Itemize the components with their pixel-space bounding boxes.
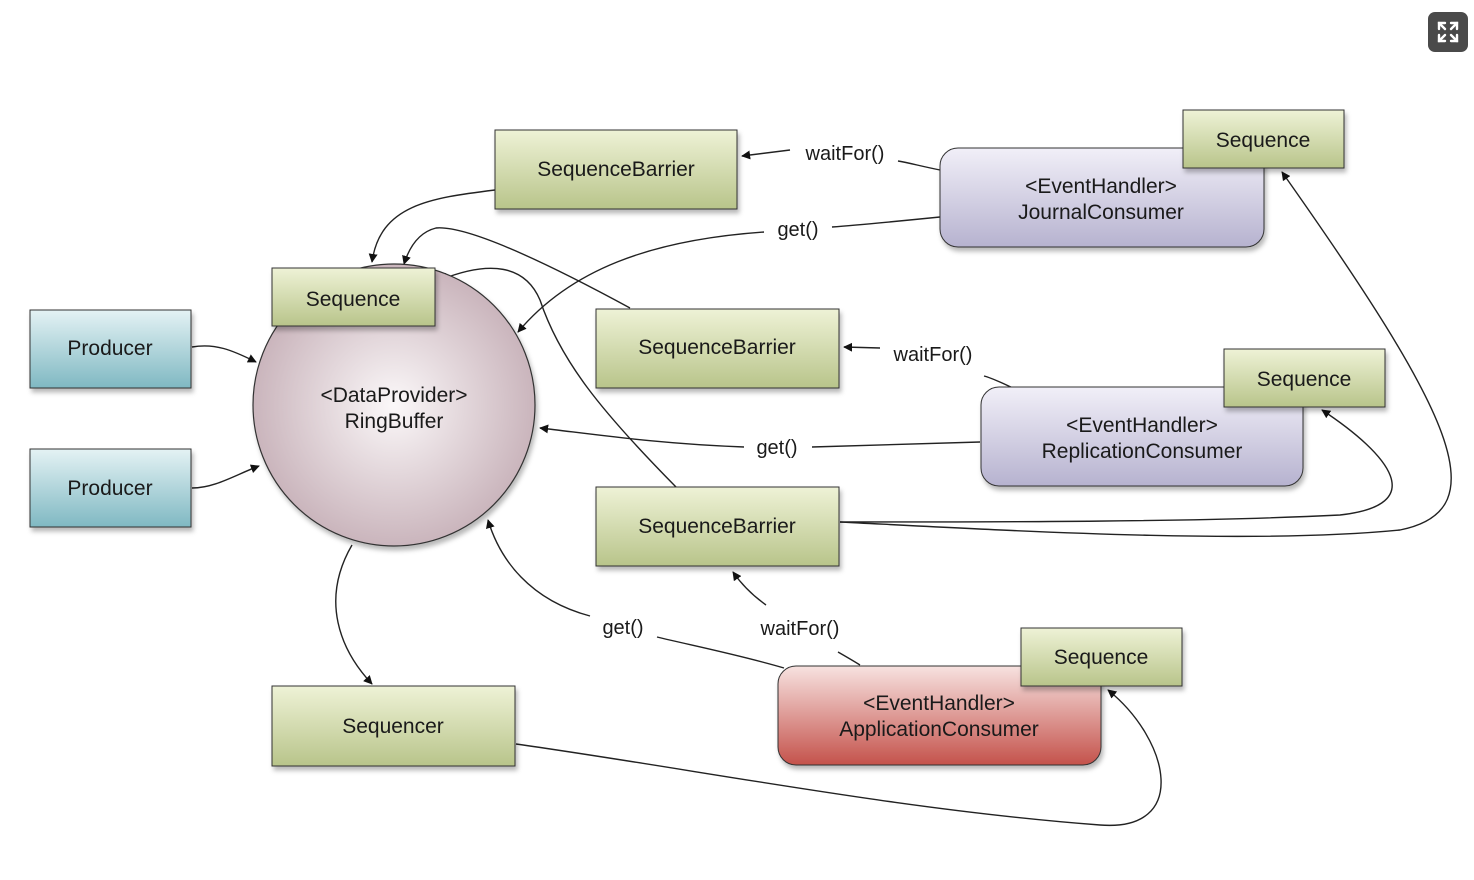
journal-consumer-type: <EventHandler> (1025, 175, 1177, 198)
sequence-barrier-top: SequenceBarrier (494, 129, 738, 210)
edge-barrier-bottom-to-replication-sequence (839, 409, 1393, 523)
replication-consumer: <EventHandler> ReplicationConsumer (980, 386, 1304, 487)
ring-buffer: <DataProvider> RingBuffer (252, 263, 536, 547)
sequence-barrier-top-label: SequenceBarrier (537, 158, 695, 181)
edge-barrier-bottom-to-journal-sequence (839, 171, 1452, 538)
edge-replication-get (811, 441, 981, 448)
sequence-barrier-bottom: SequenceBarrier (595, 486, 840, 567)
edge-sequencer-to-application-sequence (515, 689, 1162, 826)
journal-sequence-label: Sequence (1216, 129, 1311, 152)
ring-buffer-sequence: Sequence (271, 267, 436, 327)
fullscreen-button[interactable] (1428, 12, 1468, 52)
expand-icon (1437, 21, 1459, 43)
label-replication-get: get() (756, 437, 797, 459)
edge-producer-top-to-ringbuffer (191, 345, 257, 363)
sequencer: Sequencer (271, 685, 516, 767)
edge-journal-waitfor (897, 160, 941, 171)
edge-labels: waitFor() get() waitFor() get() get() wa… (602, 143, 972, 640)
edge-journal-get (831, 216, 941, 228)
sequence-barrier-bottom-label: SequenceBarrier (638, 515, 796, 538)
edge-ringbuffer-to-sequencer (335, 544, 373, 685)
producer-bottom: Producer (29, 448, 192, 528)
producer-top: Producer (29, 309, 192, 389)
ring-buffer-type: <DataProvider> (320, 384, 467, 407)
edge-application-waitfor (837, 651, 861, 666)
application-sequence-label: Sequence (1054, 646, 1149, 669)
journal-sequence: Sequence (1182, 109, 1345, 169)
sequence-barrier-middle-label: SequenceBarrier (638, 336, 796, 359)
application-consumer-name: ApplicationConsumer (839, 718, 1039, 741)
edge-replication-waitfor (983, 375, 1014, 389)
replication-consumer-type: <EventHandler> (1066, 414, 1218, 437)
sequence-barrier-middle: SequenceBarrier (595, 308, 840, 389)
edge-barrier-top-to-sequence (368, 189, 496, 263)
producer-top-label: Producer (67, 337, 152, 360)
replication-consumer-name: ReplicationConsumer (1042, 440, 1243, 463)
edges (191, 149, 1452, 826)
ring-buffer-name: RingBuffer (345, 410, 444, 433)
edge-application-get (656, 636, 785, 669)
journal-consumer: <EventHandler> JournalConsumer (939, 147, 1265, 248)
replication-sequence-label: Sequence (1257, 368, 1352, 391)
label-journal-waitfor: waitFor() (805, 143, 885, 165)
journal-consumer-name: JournalConsumer (1018, 201, 1184, 224)
producer-bottom-label: Producer (67, 477, 152, 500)
label-replication-waitfor: waitFor() (893, 344, 973, 366)
label-application-waitfor: waitFor() (760, 618, 840, 640)
label-application-get: get() (602, 617, 643, 639)
replication-sequence: Sequence (1223, 348, 1386, 408)
sequencer-label: Sequencer (342, 715, 444, 738)
application-consumer-type: <EventHandler> (863, 692, 1015, 715)
edge-barrier-bottom-to-sequence (439, 267, 677, 488)
application-consumer: <EventHandler> ApplicationConsumer (777, 665, 1102, 766)
edge-producer-bottom-to-ringbuffer (191, 464, 260, 489)
ring-buffer-sequence-label: Sequence (306, 288, 401, 311)
application-sequence: Sequence (1020, 627, 1183, 687)
label-journal-get: get() (777, 219, 818, 241)
